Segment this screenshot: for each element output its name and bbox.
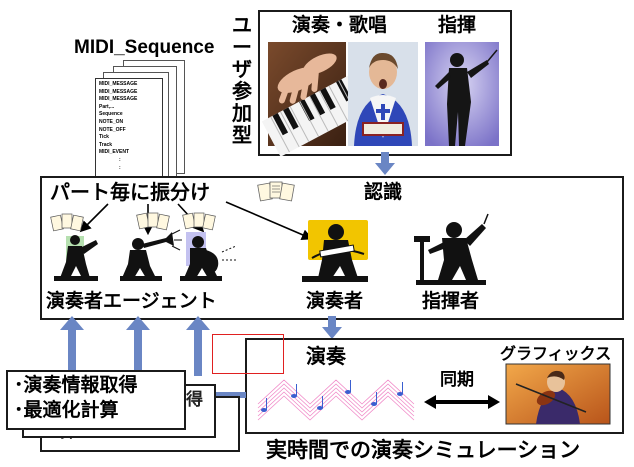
midi-line: :: [119, 156, 121, 163]
midi-sequence-title: MIDI_Sequence: [74, 37, 215, 58]
agent-trumpeter-icon: [116, 212, 182, 284]
graphics-label: グラフィックス: [500, 344, 612, 363]
conductor-icon: [412, 210, 490, 288]
agent-violinist-icon: [48, 213, 118, 284]
midi-line: Sequence: [99, 111, 123, 118]
up-arrows: [58, 316, 218, 376]
midi-sequence-stack: MIDI_MESSAGE MIDI_MESSAGE MIDI_MESSAGE P…: [95, 60, 185, 186]
info-back-1-text: 得: [186, 392, 203, 409]
musical-notes-graphic: [254, 368, 424, 424]
conductor-label: 指揮者: [422, 290, 480, 312]
realtime-simulation-caption: 実時間での演奏シミュレーション: [266, 438, 581, 462]
midi-sheet-front: MIDI_MESSAGE MIDI_MESSAGE MIDI_MESSAGE P…: [95, 78, 163, 182]
midi-line: MIDI_MESSAGE: [99, 88, 138, 95]
recognize-label: 認識: [364, 181, 403, 203]
arrow-user-to-recognition: [373, 152, 397, 176]
arrow-performer-to-perform: [320, 316, 344, 340]
agent-saxophonist-icon: [176, 212, 242, 284]
sync-double-arrow: [424, 394, 500, 409]
midi-line: NOTE_ON: [99, 118, 124, 125]
info-to-performance-connector: [204, 388, 248, 404]
sync-label: 同期: [440, 370, 474, 390]
midi-line: MIDI_MESSAGE: [99, 81, 138, 87]
piano-photo: [261, 42, 378, 157]
perform-label: 演奏: [306, 344, 346, 368]
info-line1: ･演奏情報取得: [14, 374, 138, 396]
info-box-front: [6, 370, 186, 430]
user-participation-label: ユーザ参加型: [232, 13, 252, 147]
violinist-graphic: [505, 363, 611, 425]
score-sheets-icon: [257, 180, 295, 202]
midi-line: Part,...: [99, 103, 115, 110]
perform-sing-label: 演奏・歌唱: [292, 14, 388, 36]
conduct-label: 指揮: [438, 14, 477, 36]
agents-label: 演奏者エージェント: [46, 290, 217, 312]
midi-line: NOTE_OFF: [99, 126, 126, 133]
midi-line: Tick: [99, 134, 109, 141]
midi-line: MIDI_MESSAGE: [99, 96, 138, 103]
red-highlight-frame: [212, 334, 284, 374]
performer-icon: [300, 214, 374, 288]
midi-line: MIDI_EVENT: [99, 149, 130, 156]
midi-line: Track: [99, 141, 113, 148]
performer-label: 演奏者: [306, 290, 364, 312]
info-line2: ･最適化計算: [14, 399, 119, 421]
conductor-photo: [425, 42, 499, 146]
info-back-fragment: 得: [186, 390, 203, 410]
singer-photo: [348, 42, 418, 146]
distribute-label: パート毎に振分け: [50, 180, 210, 204]
midi-line: :: [119, 164, 121, 171]
